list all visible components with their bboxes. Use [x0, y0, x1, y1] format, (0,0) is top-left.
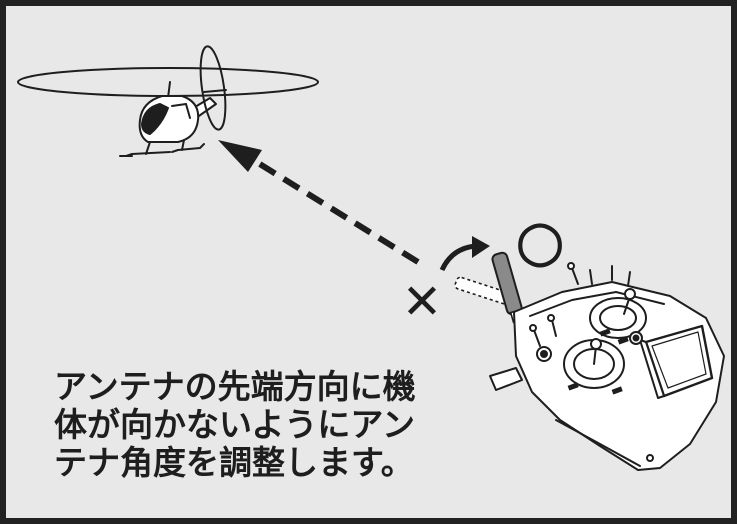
rotate-antenna-arrow [439, 236, 490, 272]
wrong-mark: ✕ [402, 274, 442, 330]
caption-line-2: 体が向かないようにアン [54, 405, 416, 444]
landing-skids [119, 139, 205, 157]
correct-mark: ○ [516, 209, 565, 274]
signal-direction-arrow [218, 140, 420, 265]
transmitter-switches [529, 262, 631, 347]
left-stick-gimbal [563, 338, 625, 389]
transmitter-illustration [489, 262, 725, 471]
caption-line-1: アンテナの先端方向に機 [54, 367, 416, 406]
tail-rotor [199, 45, 227, 131]
helicopter-illustration [17, 45, 319, 157]
side-handle [489, 367, 523, 391]
instruction-caption: アンテナの先端方向に機 体が向かないようにアン テナ角度を調整します。 [54, 368, 416, 482]
cockpit-window [141, 103, 169, 135]
right-stick-gimbal [589, 288, 647, 339]
trim-buttons [567, 328, 629, 395]
caption-line-3: テナ角度を調整します。 [54, 443, 414, 482]
